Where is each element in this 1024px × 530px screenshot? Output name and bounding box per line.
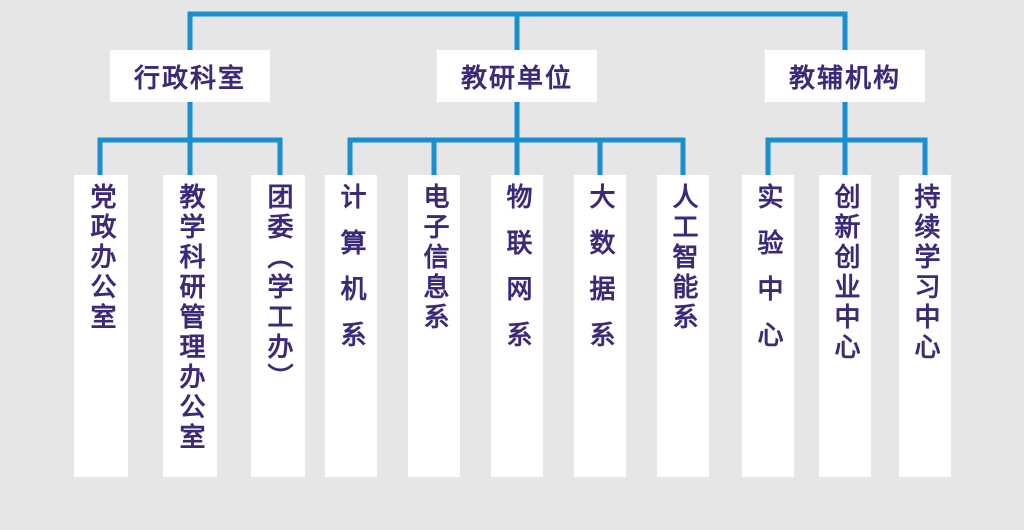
unit-box-computer-dept: 计算机系 (325, 175, 377, 477)
unit-box-teaching-admin: 教学科研管理办公室 (163, 175, 217, 477)
unit-label: 物联网系 (502, 183, 532, 367)
unit-label: 人工智能系 (668, 183, 698, 333)
group-box-auxiliary: 教辅机构 (765, 50, 925, 102)
unit-box-electronics-dept: 电子信息系 (408, 175, 460, 477)
unit-box-youth-league: 团委（学工办） (251, 175, 305, 477)
group-label: 教辅机构 (788, 63, 901, 94)
group-box-teaching-research: 教研单位 (437, 50, 597, 102)
group-box-administration: 行政科室 (110, 50, 270, 102)
unit-box-party-office: 党政办公室 (74, 175, 128, 477)
group-label: 行政科室 (133, 63, 246, 94)
unit-box-innovation-center: 创新创业中心 (819, 175, 871, 477)
group-label: 教研单位 (460, 63, 573, 94)
unit-box-ai-dept: 人工智能系 (657, 175, 709, 477)
unit-label: 团委（学工办） (263, 183, 293, 393)
unit-label: 党政办公室 (86, 183, 116, 333)
unit-label: 大数据系 (585, 183, 615, 367)
unit-box-lab-center: 实验中心 (742, 175, 794, 477)
unit-label: 教学科研管理办公室 (175, 183, 205, 453)
unit-box-learning-center: 持续学习中心 (899, 175, 951, 477)
unit-label: 电子信息系 (419, 183, 449, 333)
unit-label: 实验中心 (753, 183, 783, 367)
unit-box-iot-dept: 物联网系 (491, 175, 543, 477)
unit-box-bigdata-dept: 大数据系 (574, 175, 626, 477)
unit-label: 计算机系 (336, 183, 366, 367)
unit-label: 持续学习中心 (910, 183, 940, 363)
unit-label: 创新创业中心 (830, 183, 860, 363)
